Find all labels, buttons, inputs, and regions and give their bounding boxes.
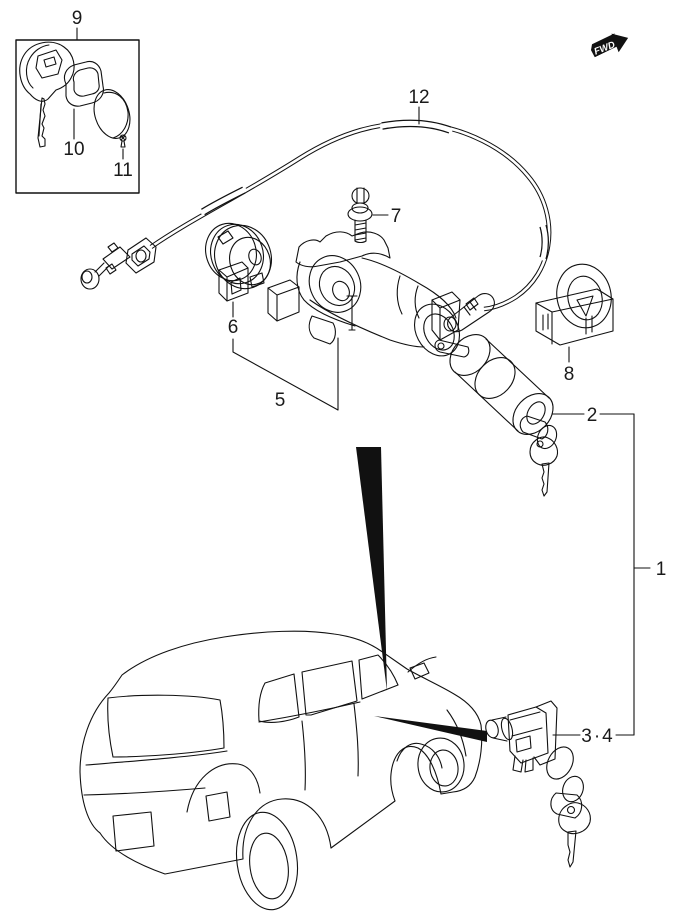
- escutcheon-cover-drawing: [93, 89, 131, 148]
- fwd-arrow-label: FWD: [593, 39, 617, 57]
- callout-label-2: 2: [587, 405, 598, 426]
- lock-set-bracket: 1: [633, 413, 667, 736]
- fob-cover-drawing: [63, 60, 104, 107]
- car-rear-door-window: [258, 673, 300, 723]
- pointer-wedge-door-lock: [374, 716, 487, 742]
- steering-lock-cylinder: 2: [434, 334, 635, 497]
- callout-label-5: 5: [275, 390, 286, 411]
- car-illustration: [79, 630, 483, 911]
- car-rear-wheel: [235, 811, 299, 911]
- callout-label-10: 10: [63, 139, 84, 160]
- car-windshield-sliver: [358, 654, 399, 700]
- callout-label-6: 6: [228, 317, 239, 338]
- key-blank-drawing: [19, 41, 75, 148]
- car-side-mirror: [409, 662, 430, 680]
- callout-label-1: 1: [656, 559, 667, 580]
- car-taillight: [205, 791, 231, 822]
- car-front-door-window: [301, 660, 358, 716]
- callout-label-7: 7: [391, 206, 402, 227]
- pointer-triangle-ignition: [356, 447, 387, 691]
- door-lock-cylinder: 3·4: [485, 700, 635, 868]
- car-front-wheel: [417, 737, 465, 793]
- immobilizer-antenna: 8: [535, 263, 614, 385]
- callout-label-3-4: 3·4: [581, 726, 614, 747]
- callout-label-9: 9: [72, 8, 83, 29]
- callout-label-11: 11: [113, 160, 133, 181]
- cable-end-fitting-left: [80, 237, 157, 290]
- callout-label-8: 8: [564, 364, 575, 385]
- callout-label-12: 12: [408, 87, 429, 108]
- fwd-arrow: FWD: [591, 33, 629, 58]
- key-parts-box: 9 10 11: [15, 8, 140, 194]
- shear-bolt: 7: [347, 187, 402, 244]
- car-body-outline: [79, 630, 483, 875]
- steering-lock-assembly: 5: [232, 231, 461, 411]
- car-rear-window: [107, 694, 225, 758]
- ignition-switch: 6: [205, 222, 272, 338]
- leader-5: [232, 337, 339, 411]
- key-interlock-cable: 12: [80, 87, 552, 333]
- cable-end-connector-right: [443, 293, 495, 333]
- car-license-plate: [112, 811, 155, 852]
